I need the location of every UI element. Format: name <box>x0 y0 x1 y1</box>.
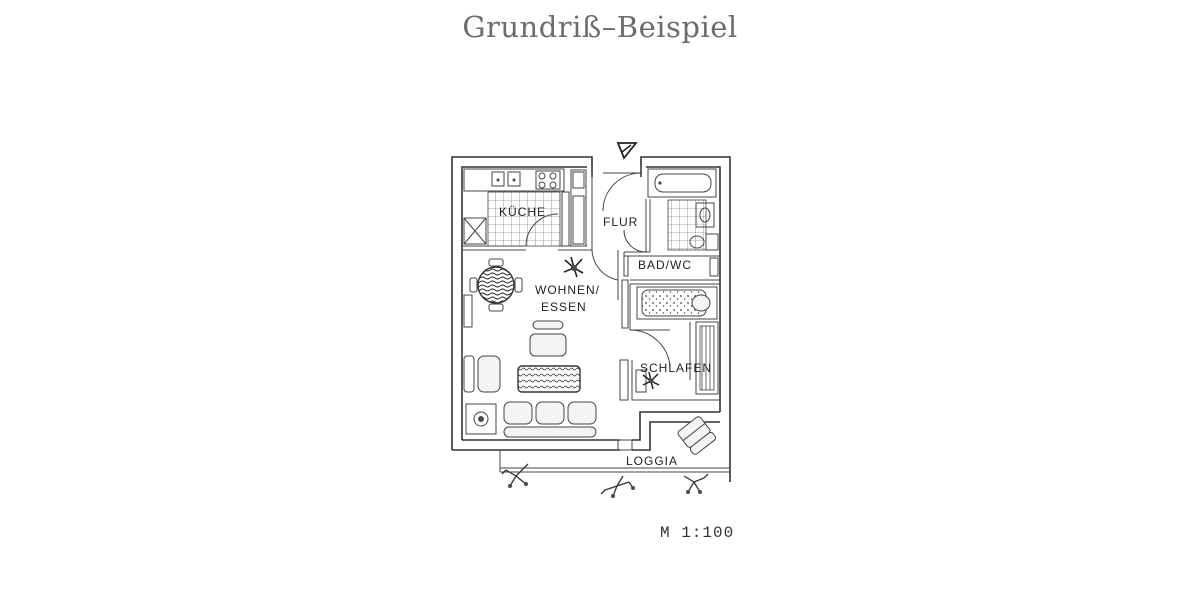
hall-door <box>591 249 629 329</box>
plant-icon <box>563 256 584 278</box>
bedroom <box>619 279 720 401</box>
scale-label: M 1:100 <box>660 524 735 542</box>
room-label-kitchen: KÜCHE <box>499 205 546 219</box>
kitchen <box>462 168 593 251</box>
entrance-door <box>591 167 642 212</box>
entrance-arrow-icon <box>616 142 638 160</box>
page-title: Grundriß–Beispiel <box>462 10 738 44</box>
room-label-living: WOHNEN/ <box>535 283 600 297</box>
room-label-bedroom: SCHLAFEN <box>640 361 712 375</box>
plant-icon <box>501 463 529 488</box>
living-dining-room <box>463 258 597 438</box>
room-label-dining: ESSEN <box>541 300 587 314</box>
room-label-loggia: LOGGIA <box>626 454 678 468</box>
room-label-hall: FLUR <box>603 215 638 229</box>
plant-icon <box>600 475 635 498</box>
bathroom <box>623 168 720 277</box>
loggia <box>499 416 730 498</box>
plant-icon <box>683 473 709 494</box>
plant-icon <box>642 371 660 390</box>
room-label-bath: BAD/WC <box>638 258 692 272</box>
